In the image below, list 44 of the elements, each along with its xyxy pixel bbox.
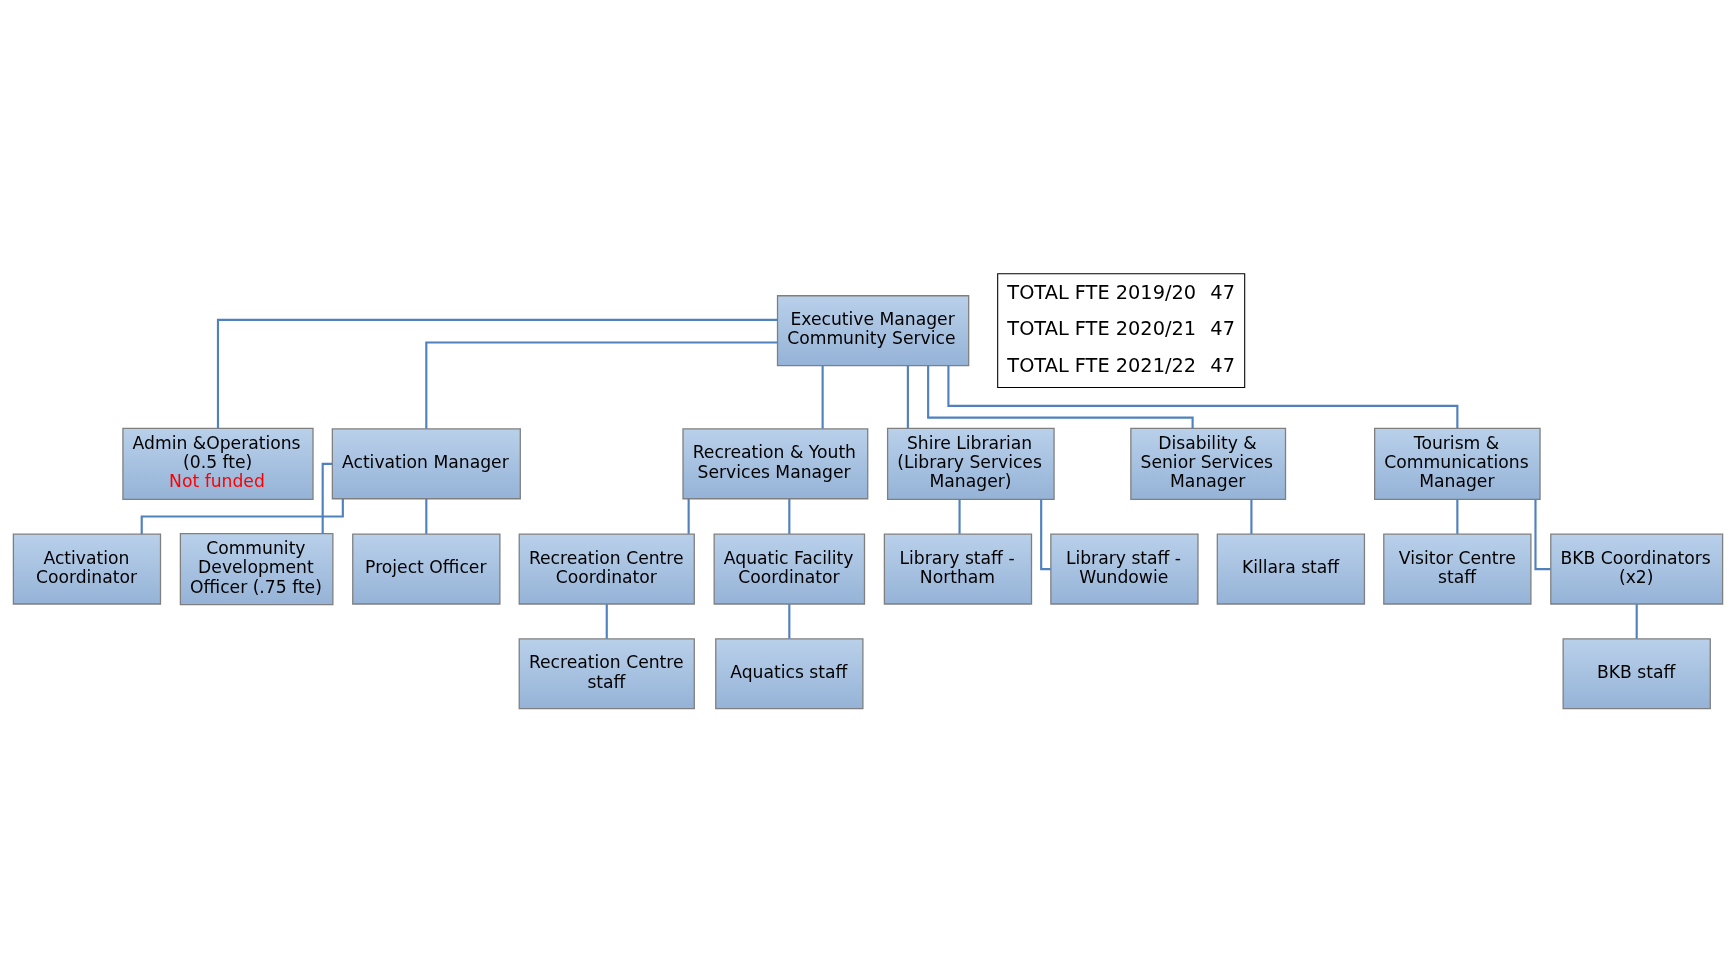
- node-box: Tourism & Communications Manager: [1374, 427, 1541, 500]
- connector: [687, 498, 690, 534]
- connector: [1250, 499, 1253, 534]
- node-box: Library staff - Wundowie: [1050, 533, 1199, 605]
- label: 47: [1210, 317, 1235, 341]
- connector: [425, 341, 778, 429]
- label: 47: [1210, 280, 1235, 304]
- connector: [1456, 499, 1459, 534]
- label: 47: [1210, 353, 1235, 377]
- connector: [821, 365, 824, 429]
- node-box: Recreation & Youth Services Manager: [682, 428, 869, 500]
- node-box: Recreation Centre staff: [518, 638, 695, 710]
- node-box: BKB Coordinators (x2): [1550, 533, 1724, 605]
- connector: [321, 462, 333, 534]
- connector: [425, 498, 428, 534]
- connector: [1534, 499, 1551, 571]
- node-box: Recreation Centre Coordinator: [518, 533, 695, 605]
- connector: [958, 499, 961, 534]
- node-box: Admin &Operations (0.5 fte) Not funded: [122, 427, 314, 500]
- node-box: Killara staff: [1216, 533, 1366, 605]
- connector: [788, 604, 791, 639]
- node-box: Disability & Senior Services Manager: [1130, 427, 1287, 500]
- node-box: Executive Manager Community Service: [776, 295, 970, 367]
- node-box: Activation Coordinator: [12, 533, 162, 605]
- node-box: BKB staff: [1562, 638, 1711, 710]
- node-box: Project Officer: [352, 533, 501, 605]
- label: TOTAL FTE 2021/22: [1007, 353, 1197, 377]
- connector: [906, 365, 909, 429]
- label: TOTAL FTE 2020/21: [1007, 317, 1197, 341]
- node-box: Aquatics staff: [715, 638, 864, 710]
- connector: [1040, 499, 1051, 571]
- connector: [605, 604, 608, 639]
- connector: [216, 318, 778, 429]
- connector: [140, 498, 344, 534]
- label: TOTAL FTE 2019/20: [1007, 280, 1197, 304]
- node-box: Activation Manager: [331, 428, 521, 500]
- connector: [927, 366, 1194, 429]
- connector: [788, 498, 791, 534]
- node-box: Visitor Centre staff: [1383, 533, 1532, 605]
- node-box: Shire Librarian (Library Services Manager): [886, 427, 1055, 500]
- node-box: Library staff - Northam: [883, 533, 1033, 605]
- connector: [1635, 604, 1638, 639]
- node-box: Community Development Officer (.75 fte): [179, 533, 334, 606]
- node-box: Aquatic Facility Coordinator: [713, 533, 866, 605]
